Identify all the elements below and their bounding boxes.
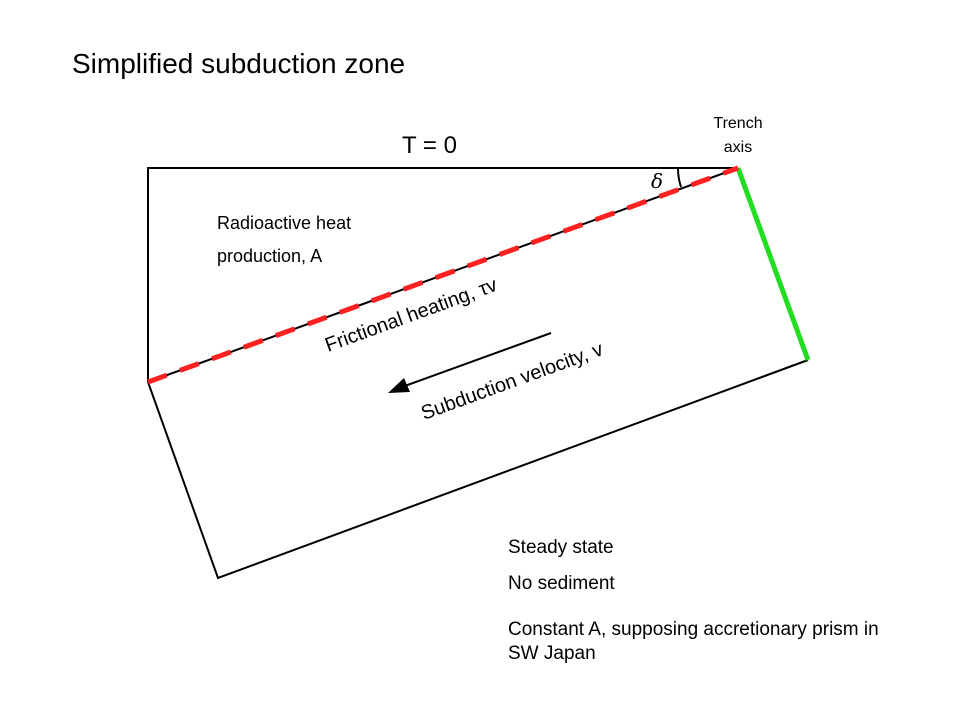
dip-angle-symbol: δ: [651, 169, 663, 193]
heat-label-line-1: Radioactive heat: [217, 213, 352, 233]
frictional-fault-dashes: [147, 165, 739, 385]
diagram-title: Simplified subduction zone: [72, 48, 406, 79]
trench-label-line-2: axis: [723, 139, 753, 156]
velocity-arrow-head: [388, 378, 410, 393]
trench-label-line-1: Trench: [713, 115, 763, 132]
trench-boundary-line: [735, 167, 811, 361]
note-constant-a: Constant A, supposing accretionary prism…: [508, 619, 879, 664]
surface-temperature-label: T = 0: [402, 132, 457, 159]
dip-angle-arc: [676, 167, 682, 188]
radioactive-heat-label: Radioactive heat production, A: [217, 207, 351, 273]
heat-label-line-2: production, A: [217, 246, 323, 266]
note-no-sediment: No sediment: [508, 573, 615, 594]
trench-axis-label: Trench axis: [700, 112, 776, 160]
velocity-arrow-shaft: [401, 332, 552, 388]
note-steady-state: Steady state: [508, 537, 614, 558]
overriding-plate-outline: [147, 167, 738, 382]
subducting-slab-outline: [147, 359, 809, 580]
subduction-velocity-label: Subduction velocity, v: [418, 338, 606, 424]
